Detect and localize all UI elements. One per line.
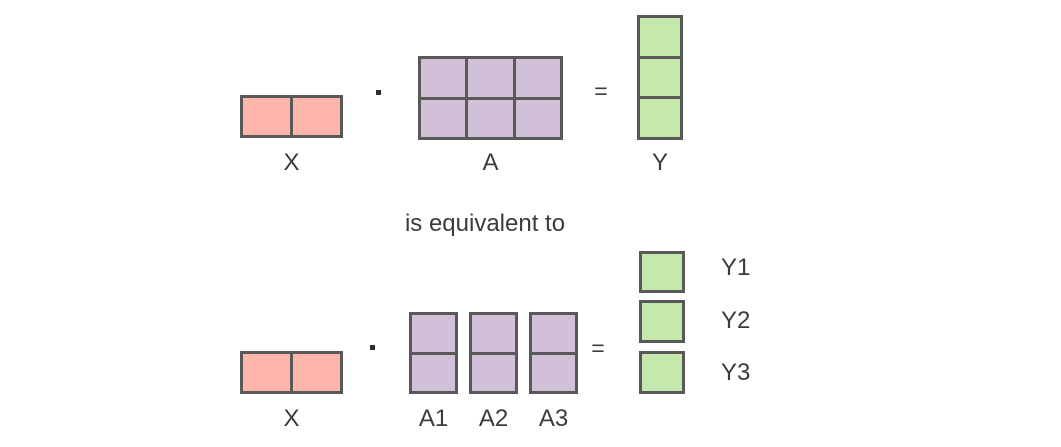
matrix-x-label: X [283,405,300,432]
matrix-cell [640,99,680,137]
matrix-y2 [639,300,685,343]
matrix-a3-label: A3 [538,405,569,432]
matrix-cell [472,354,515,391]
equivalence-text: is equivalent to [404,210,566,237]
matrix-a2-label: A2 [478,405,509,432]
matrix-cell [515,59,560,97]
matrix-cell [515,99,560,137]
matrix-cell [243,98,290,135]
matrix-a3 [529,312,578,394]
matrix-cell [468,99,513,137]
matrix-a1-label: A1 [418,405,449,432]
matrix-y1-label: Y1 [721,254,751,281]
matrix-a-label: A [482,149,499,176]
multiply-dot-icon [376,90,381,95]
matrix-cell [472,315,515,352]
matrix-cell [412,315,455,352]
matrix-cell [640,18,680,56]
matrix-cell [293,98,340,135]
matrix-cell [412,354,455,391]
equals-sign: = [591,335,605,361]
matrix-y [637,15,683,140]
matrix-y3 [639,351,685,394]
matrix-cell [293,354,340,391]
matrix-cell [532,354,575,391]
matrix-cell [421,99,466,137]
matrix-a [418,56,563,140]
matrix-cell [421,59,466,97]
equals-sign: = [594,78,608,104]
matrix-y-label: Y [651,149,668,176]
matrix-y3-label: Y3 [721,359,751,386]
matrix-x-label: X [283,149,300,176]
multiply-dot-icon [370,345,375,350]
matrix-cell [468,59,513,97]
matrix-cell [640,58,680,97]
matrix-y1 [639,251,685,293]
matrix-cell [532,315,575,352]
matrix-cell [642,354,682,391]
matrix-x [240,351,343,394]
matrix-y2-label: Y2 [721,307,751,334]
matrix-cell [642,303,682,340]
matrix-a1 [409,312,458,394]
matrix-a2 [469,312,518,394]
matrix-cell [243,354,290,391]
matrix-x [240,95,343,138]
matrix-cell [642,254,682,290]
